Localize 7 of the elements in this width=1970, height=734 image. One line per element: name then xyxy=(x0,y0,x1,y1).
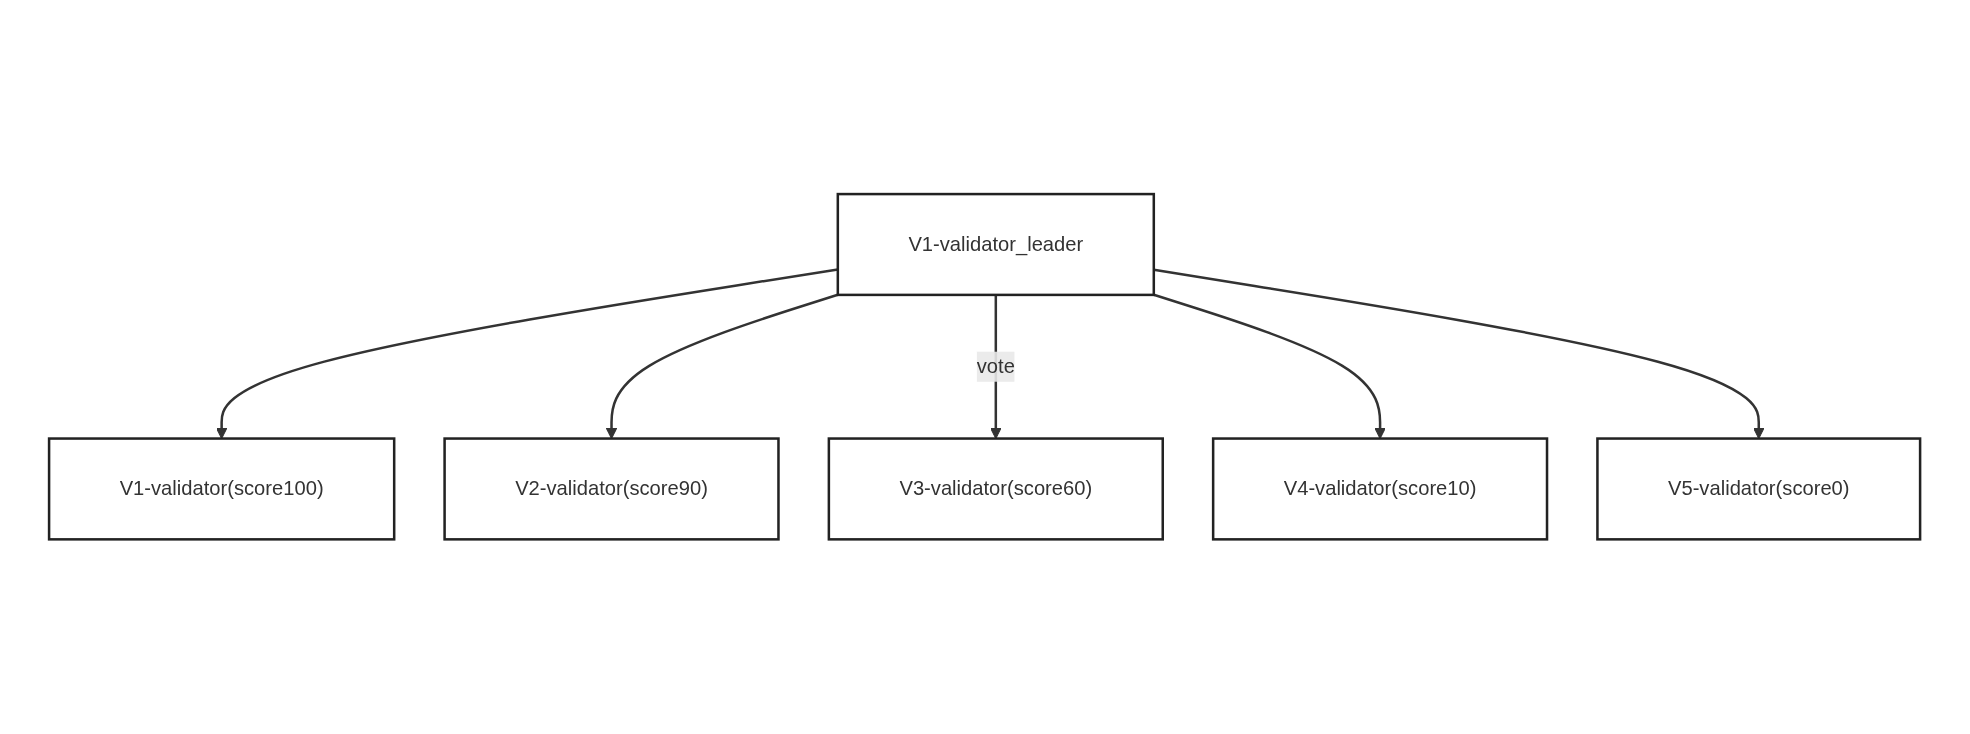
node-box: V5-validator(score0) xyxy=(1596,437,1922,541)
node-box: V1-validator(score100) xyxy=(48,437,396,541)
node-box: V3-validator(score60) xyxy=(828,437,1165,541)
node-box: V4-validator(score10) xyxy=(1212,437,1549,541)
node-box: V1-validator_leader xyxy=(836,193,1156,297)
edge-label: vote xyxy=(977,355,1016,378)
node-box: V2-validator(score90) xyxy=(443,437,781,541)
